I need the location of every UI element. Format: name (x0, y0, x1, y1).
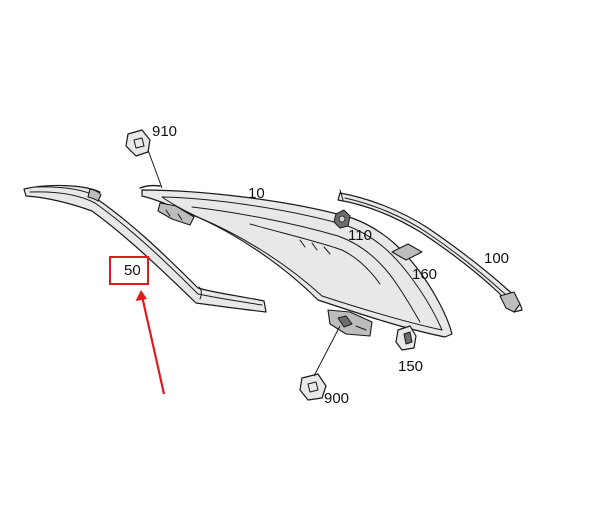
callout-110: 110 (348, 227, 372, 244)
highlight-arrow (135, 290, 166, 395)
part-160-adhesive-pad[interactable] (391, 243, 423, 261)
part-150-clip[interactable] (395, 325, 417, 351)
glass-bracket-lower (327, 309, 373, 337)
callout-100: 100 (484, 250, 509, 267)
callout-150: 150 (398, 358, 423, 375)
glass-bracket-upper (157, 202, 195, 226)
part-110-clip[interactable] (333, 209, 351, 229)
part-100-guide-rail[interactable] (337, 189, 523, 313)
callout-50: 50 (124, 262, 141, 279)
highlight-box (109, 256, 149, 285)
part-50-seal-strip[interactable] (23, 184, 267, 313)
part-910-fastener[interactable] (125, 129, 163, 189)
callout-900: 900 (324, 390, 349, 407)
callout-160: 160 (412, 266, 437, 283)
callout-910: 910 (152, 123, 177, 140)
part-900-fastener[interactable] (299, 325, 341, 401)
callout-10: 10 (248, 185, 265, 202)
part-10-glass-panel[interactable] (139, 184, 453, 338)
